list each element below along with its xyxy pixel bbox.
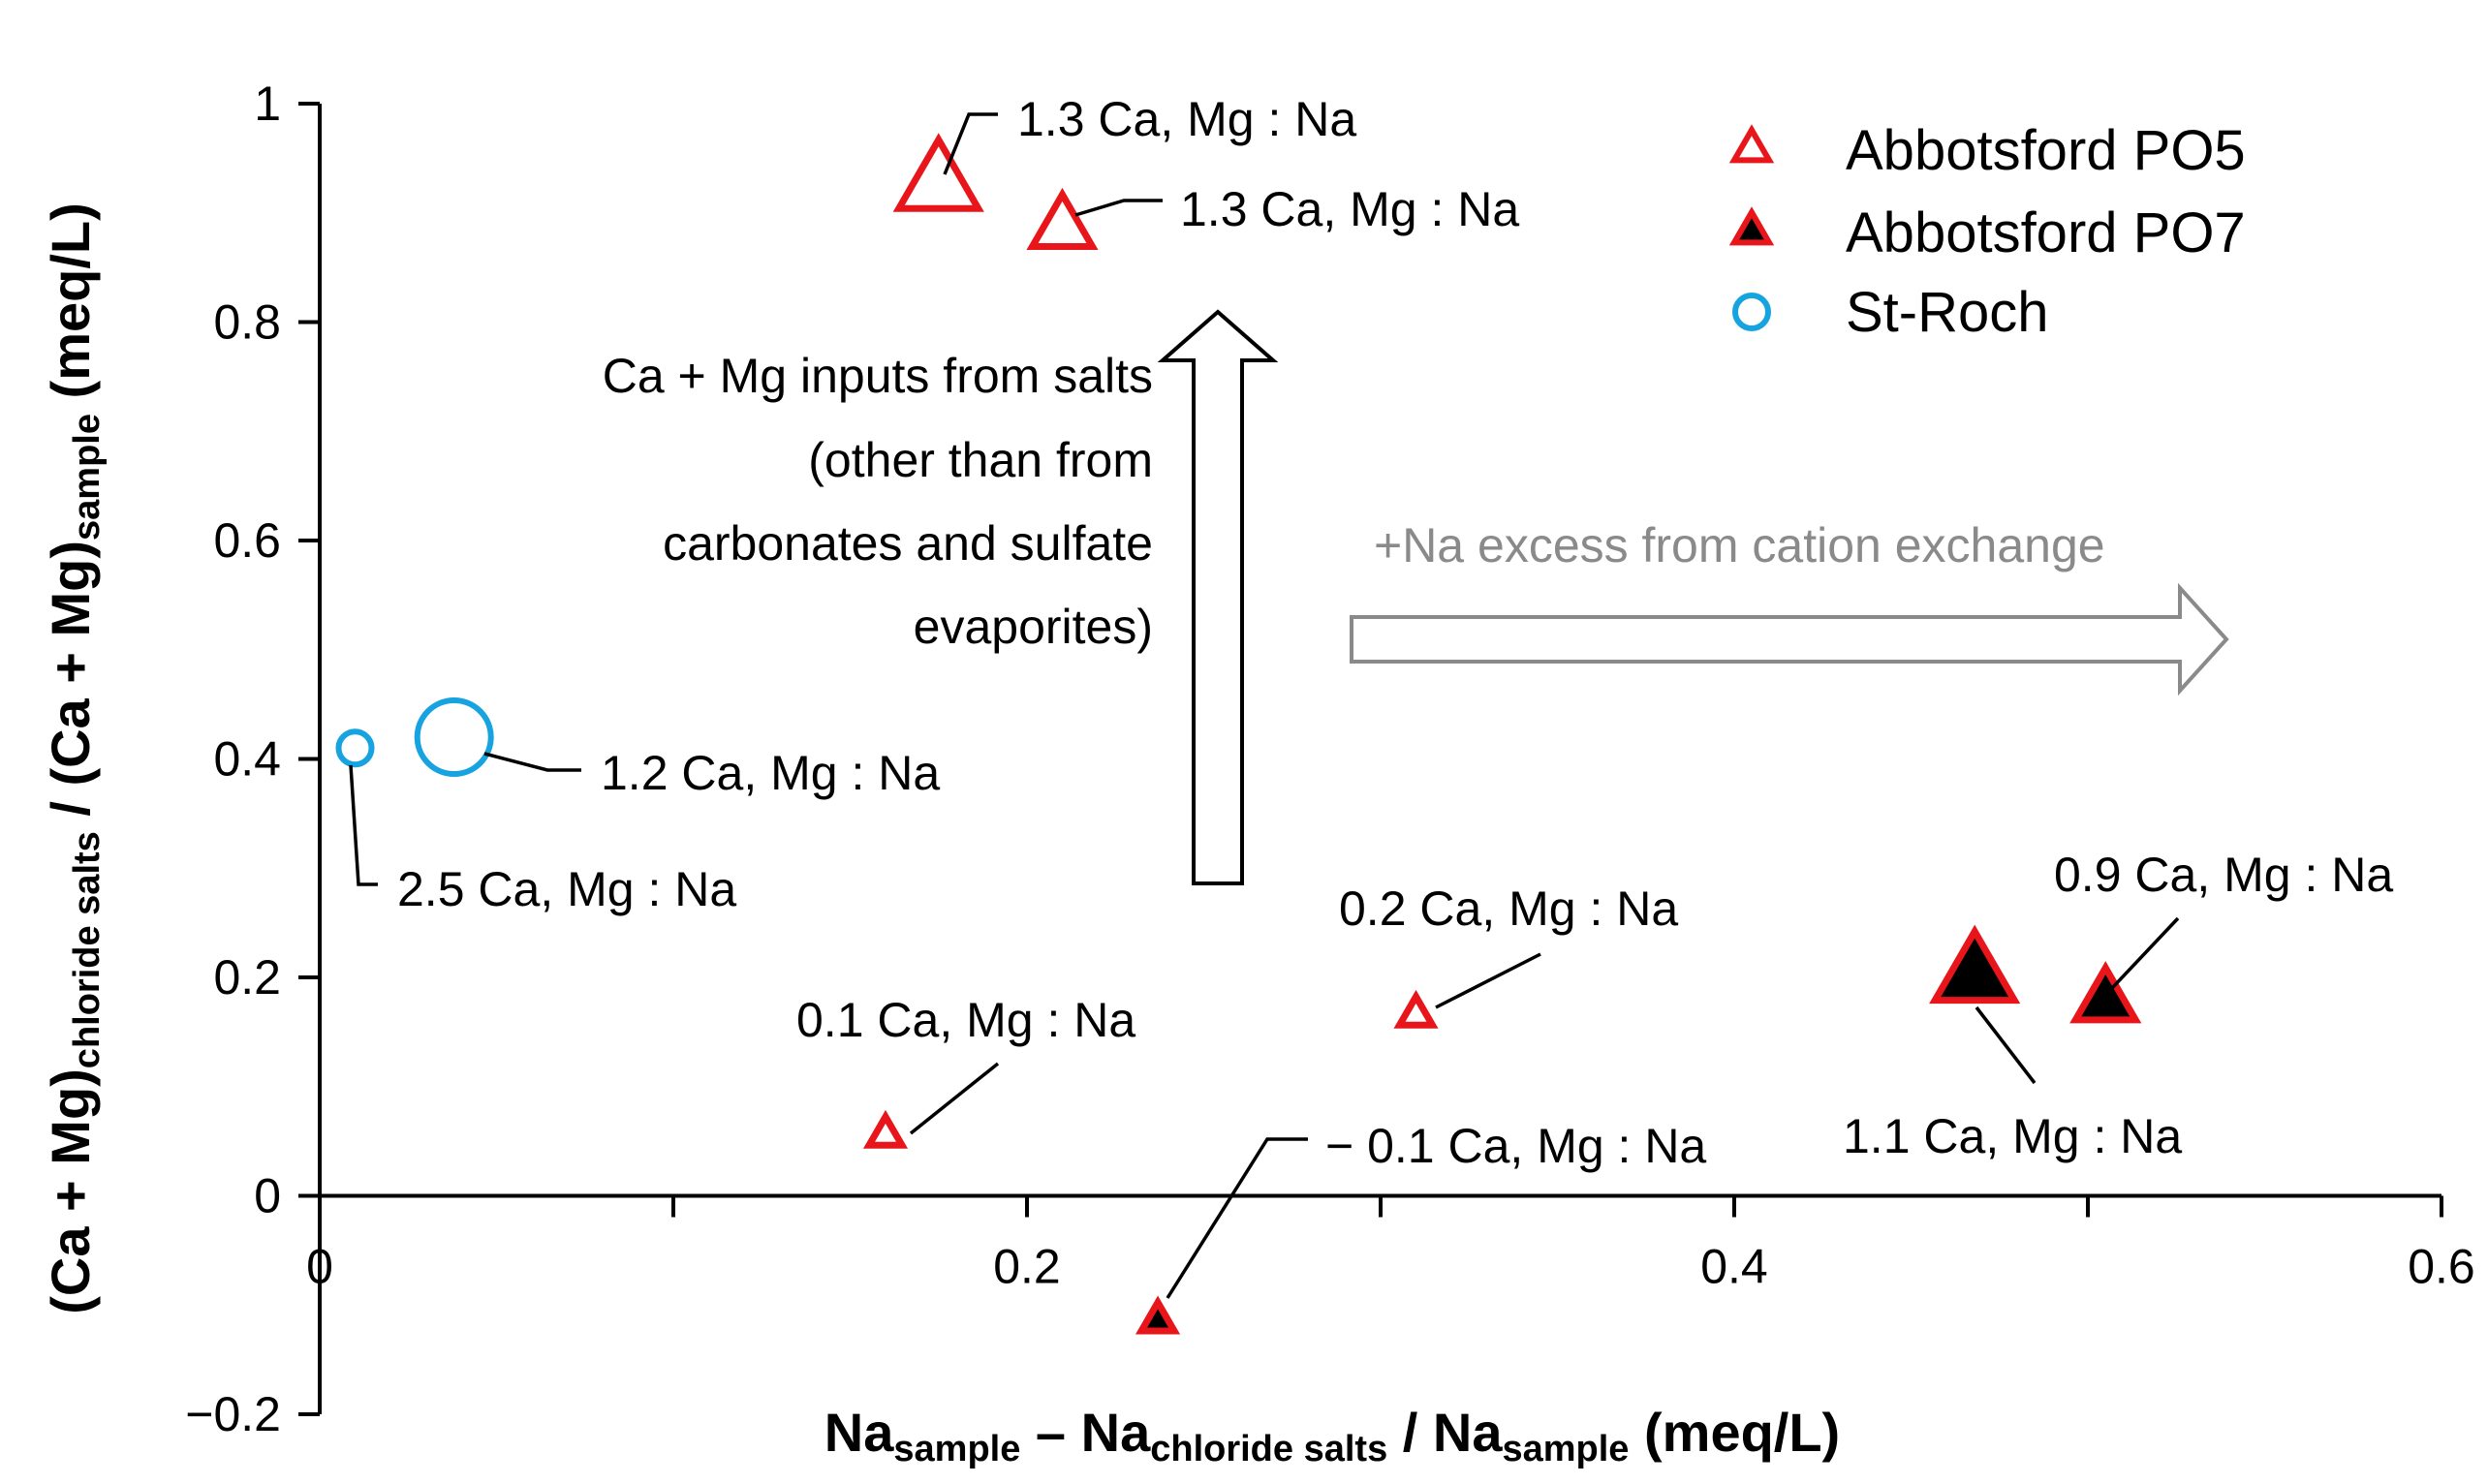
leader-line	[349, 764, 378, 886]
point-label: 1.1 Ca, Mg : Na	[1843, 1109, 2182, 1163]
point-abbotsford-po7	[1929, 924, 2021, 1005]
x-tick-label: 0.6	[2408, 1240, 2475, 1294]
point-label: 0.9 Ca, Mg : Na	[2054, 848, 2393, 902]
annotation-layer: Ca + Mg inputs from salts (other than fro…	[603, 309, 2229, 885]
leader-line	[1975, 1005, 2037, 1085]
horizontal-arrow-text: +Na excess from cation exchange	[1374, 518, 2105, 572]
point-abbotsford-po7	[1135, 1295, 1181, 1335]
leader-line	[1074, 199, 1163, 217]
leader-line	[909, 1062, 1000, 1135]
vertical-arrow-text: Ca + Mg inputs from salts	[603, 349, 1153, 403]
point-labels: 1.3 Ca, Mg : Na 1.3 Ca, Mg : Na 0.1 Ca, Mg…	[349, 92, 2393, 1299]
point-label: 1.3 Ca, Mg : Na	[1180, 182, 1519, 236]
leader-line	[1166, 1137, 1308, 1299]
point-abbotsford-po5	[892, 133, 984, 212]
legend-label: Abbotsford PO7	[1846, 201, 2246, 264]
x-axis-title: Nasample – Nachloride salts / Nasample (…	[824, 1402, 1840, 1469]
vertical-arrow-text: evaporites)	[914, 600, 1153, 654]
y-axis-title: (Ca + Mg)chloride salts / (Ca + Mg)sampl…	[40, 202, 108, 1314]
legend-marker-triangle	[1728, 124, 1775, 164]
y-tick-label: 0.6	[213, 513, 281, 568]
vertical-arrow	[1157, 309, 1279, 885]
point-abbotsford-po5	[1393, 989, 1439, 1029]
x-tick-label: 0	[306, 1240, 333, 1294]
point-st-roch	[414, 696, 494, 777]
y-tick-label: 1	[254, 77, 281, 131]
point-abbotsford-po5	[1026, 187, 1099, 251]
point-label: − 0.1 Ca, Mg : Na	[1325, 1119, 1706, 1173]
point-label: 1.2 Ca, Mg : Na	[601, 746, 940, 800]
leader-line	[483, 752, 581, 772]
legend-label: St-Roch	[1846, 281, 2049, 344]
y-tick-label: 0.4	[213, 732, 281, 787]
x-tick-label: 0.4	[1700, 1240, 1768, 1294]
y-tick-label: 0.2	[213, 950, 281, 1005]
point-label: 0.1 Ca, Mg : Na	[796, 993, 1135, 1047]
point-st-roch	[335, 728, 375, 768]
point-label: 1.3 Ca, Mg : Na	[1017, 92, 1356, 146]
point-abbotsford-po7	[2069, 961, 2142, 1024]
legend-marker-circle	[1732, 293, 1771, 331]
vertical-arrow-text: carbonates and sulfate	[663, 516, 1153, 571]
leader-line	[943, 112, 998, 175]
leader-line	[2110, 916, 2180, 990]
x-tick-label: 0.2	[993, 1240, 1061, 1294]
point-label: 0.2 Ca, Mg : Na	[1339, 881, 1678, 936]
axes: −0.2 0 0.2 0.4 0.6 0.8 1 0 0.2 0.4 0.6	[185, 77, 2474, 1441]
legend-label: Abbotsford PO5	[1846, 119, 2246, 182]
point-label: 2.5 Ca, Mg : Na	[397, 862, 736, 916]
horizontal-arrow	[1350, 582, 2229, 696]
point-abbotsford-po5	[862, 1109, 909, 1149]
data-marks	[335, 133, 2142, 1335]
legend-marker-triangle	[1728, 206, 1775, 246]
y-tick-label: −0.2	[185, 1387, 281, 1441]
vertical-arrow-text: (other than from	[808, 433, 1153, 487]
y-tick-label: 0.8	[213, 295, 281, 350]
y-tick-label: 0	[254, 1169, 281, 1223]
leader-line	[1435, 952, 1541, 1009]
